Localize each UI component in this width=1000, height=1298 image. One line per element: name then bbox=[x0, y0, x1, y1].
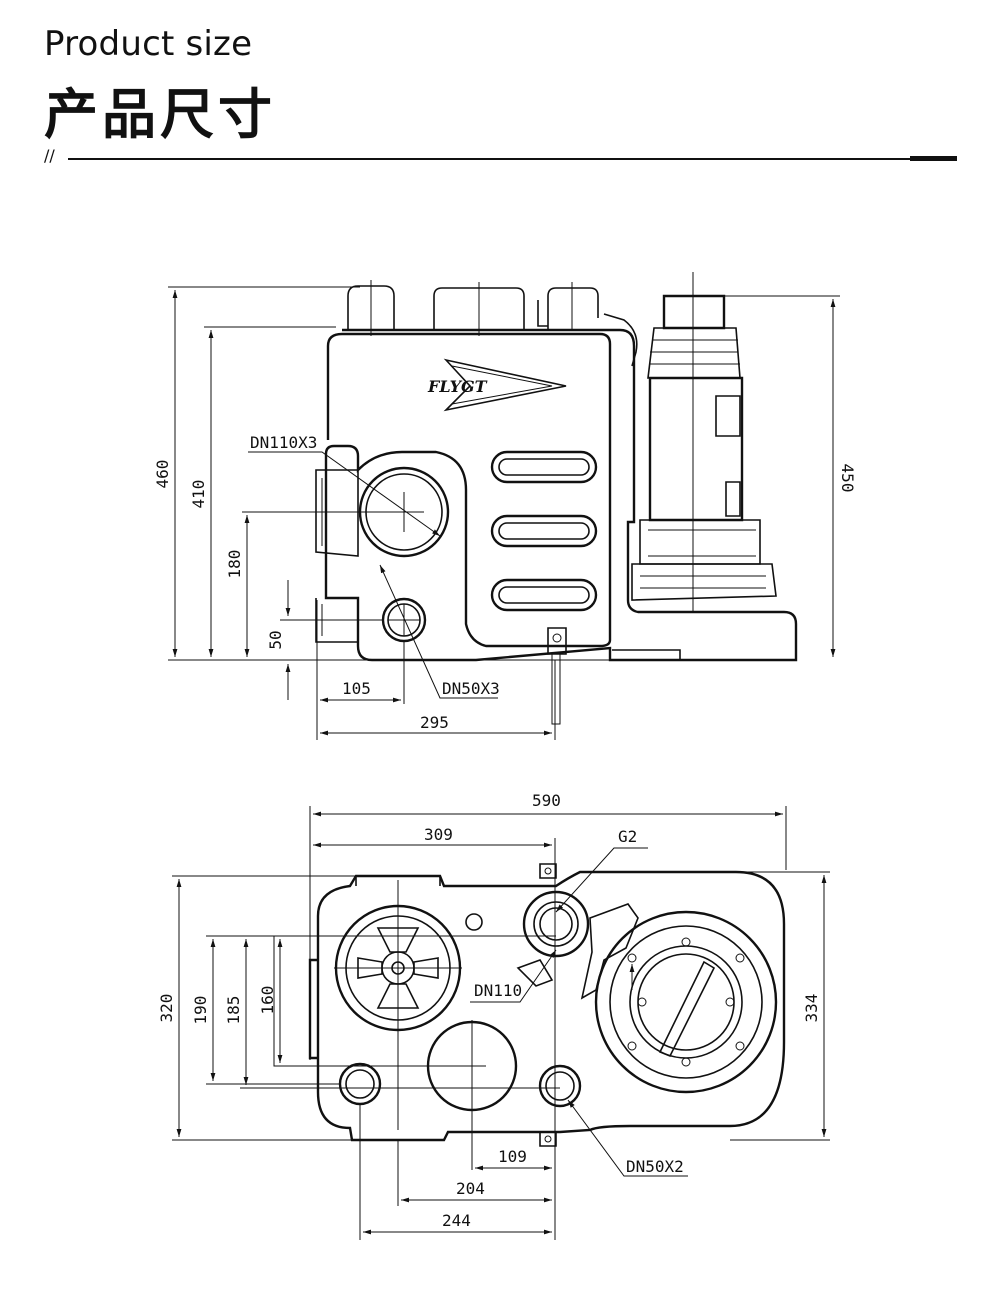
top-view: 590 309 G2 DN110 DN50X2 109 204 244 320 … bbox=[157, 791, 830, 1240]
dim-50: 50 bbox=[266, 630, 285, 649]
dim-204: 204 bbox=[456, 1179, 485, 1198]
divider-mark: // bbox=[44, 146, 55, 165]
dim-450: 450 bbox=[838, 464, 857, 493]
title-english: Product size bbox=[44, 24, 253, 64]
label-dn50x2: DN50X2 bbox=[626, 1157, 684, 1176]
dim-334: 334 bbox=[802, 994, 821, 1023]
dim-309: 309 bbox=[424, 825, 453, 844]
dim-109: 109 bbox=[498, 1147, 527, 1166]
dim-180: 180 bbox=[225, 550, 244, 579]
dim-590: 590 bbox=[532, 791, 561, 810]
label-dn110: DN110 bbox=[474, 981, 522, 1000]
dim-320: 320 bbox=[157, 994, 176, 1023]
dim-410: 410 bbox=[189, 480, 208, 509]
side-view: FLYGT DN110X3 bbox=[153, 272, 857, 740]
title-chinese: 产品尺寸 bbox=[44, 83, 276, 146]
dim-105: 105 bbox=[342, 679, 371, 698]
divider-accent bbox=[910, 156, 957, 161]
divider-line bbox=[68, 158, 956, 160]
dim-160: 160 bbox=[258, 986, 277, 1015]
dim-190: 190 bbox=[191, 996, 210, 1025]
dim-244: 244 bbox=[442, 1211, 471, 1230]
label-dn50x3: DN50X3 bbox=[442, 679, 500, 698]
dim-295: 295 bbox=[420, 713, 449, 732]
label-g2: G2 bbox=[618, 827, 637, 846]
label-dn110x3: DN110X3 bbox=[250, 433, 317, 452]
dim-185: 185 bbox=[224, 996, 243, 1025]
brand-logo: FLYGT bbox=[427, 377, 488, 396]
dim-460: 460 bbox=[153, 460, 172, 489]
